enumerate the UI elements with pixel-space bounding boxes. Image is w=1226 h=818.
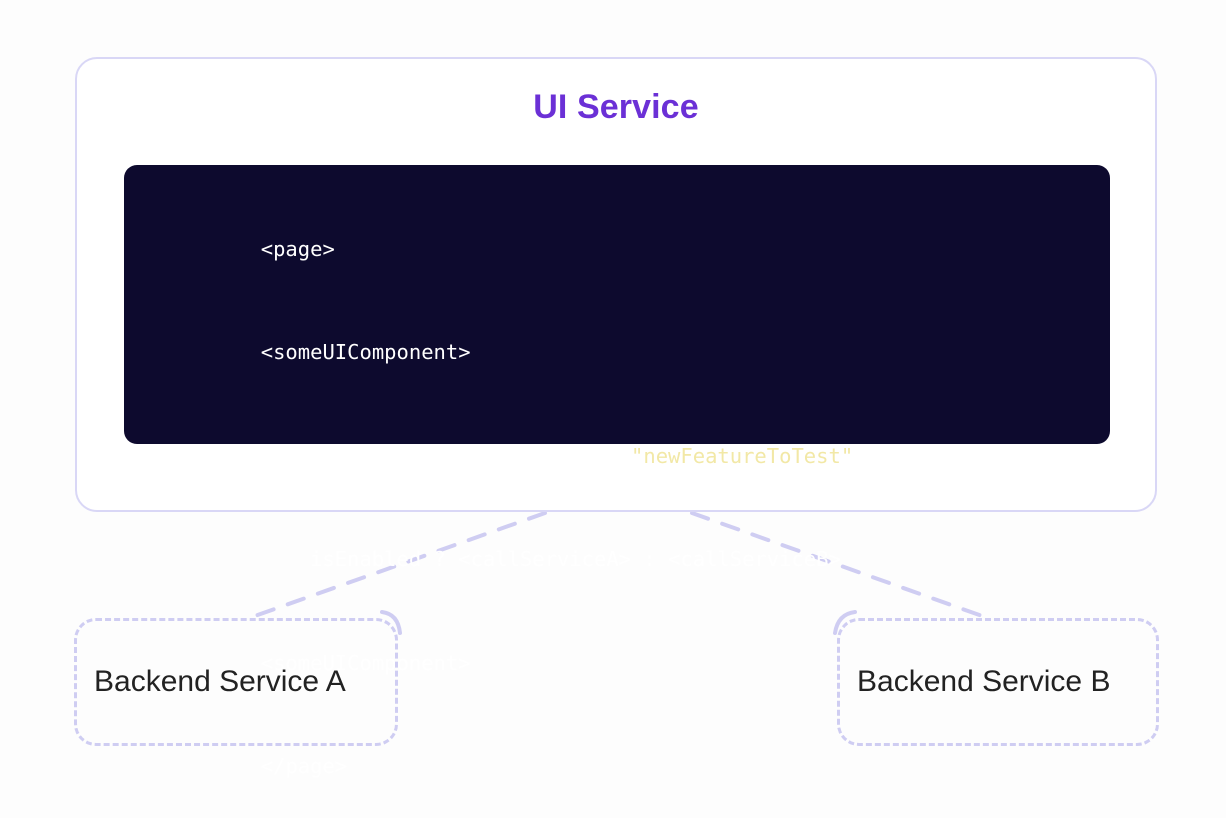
backend-service-a-box: Backend Service A <box>74 618 398 746</box>
page-title: UI Service <box>77 88 1155 127</box>
backend-service-b-box: Backend Service B <box>837 618 1159 746</box>
code-text: <someUIComponent> <box>261 340 471 364</box>
code-line: const isEnabled = useFlag("newFeatureToT… <box>162 404 1110 508</box>
code-line: <page> <box>162 197 1110 301</box>
ui-service-card: UI Service <page> <someUIComponent> cons… <box>75 57 1157 512</box>
code-text-suffix: ) <box>853 444 865 468</box>
code-string-literal: "newFeatureToTest" <box>631 444 853 468</box>
code-text: isEnabled ? <callServiceA> : <callServic… <box>261 547 841 571</box>
code-line: isEnabled ? <callServiceA> : <callServic… <box>162 508 1110 612</box>
code-block: <page> <someUIComponent> const isEnabled… <box>124 165 1110 444</box>
code-line: <someUIComponent> <box>162 301 1110 405</box>
backend-service-b-label: Backend Service B <box>840 665 1110 699</box>
backend-service-a-label: Backend Service A <box>77 665 346 699</box>
code-text: const isEnabled = useFlag( <box>261 444 631 468</box>
code-text: <page> <box>261 237 335 261</box>
code-text: </page> <box>261 754 347 778</box>
